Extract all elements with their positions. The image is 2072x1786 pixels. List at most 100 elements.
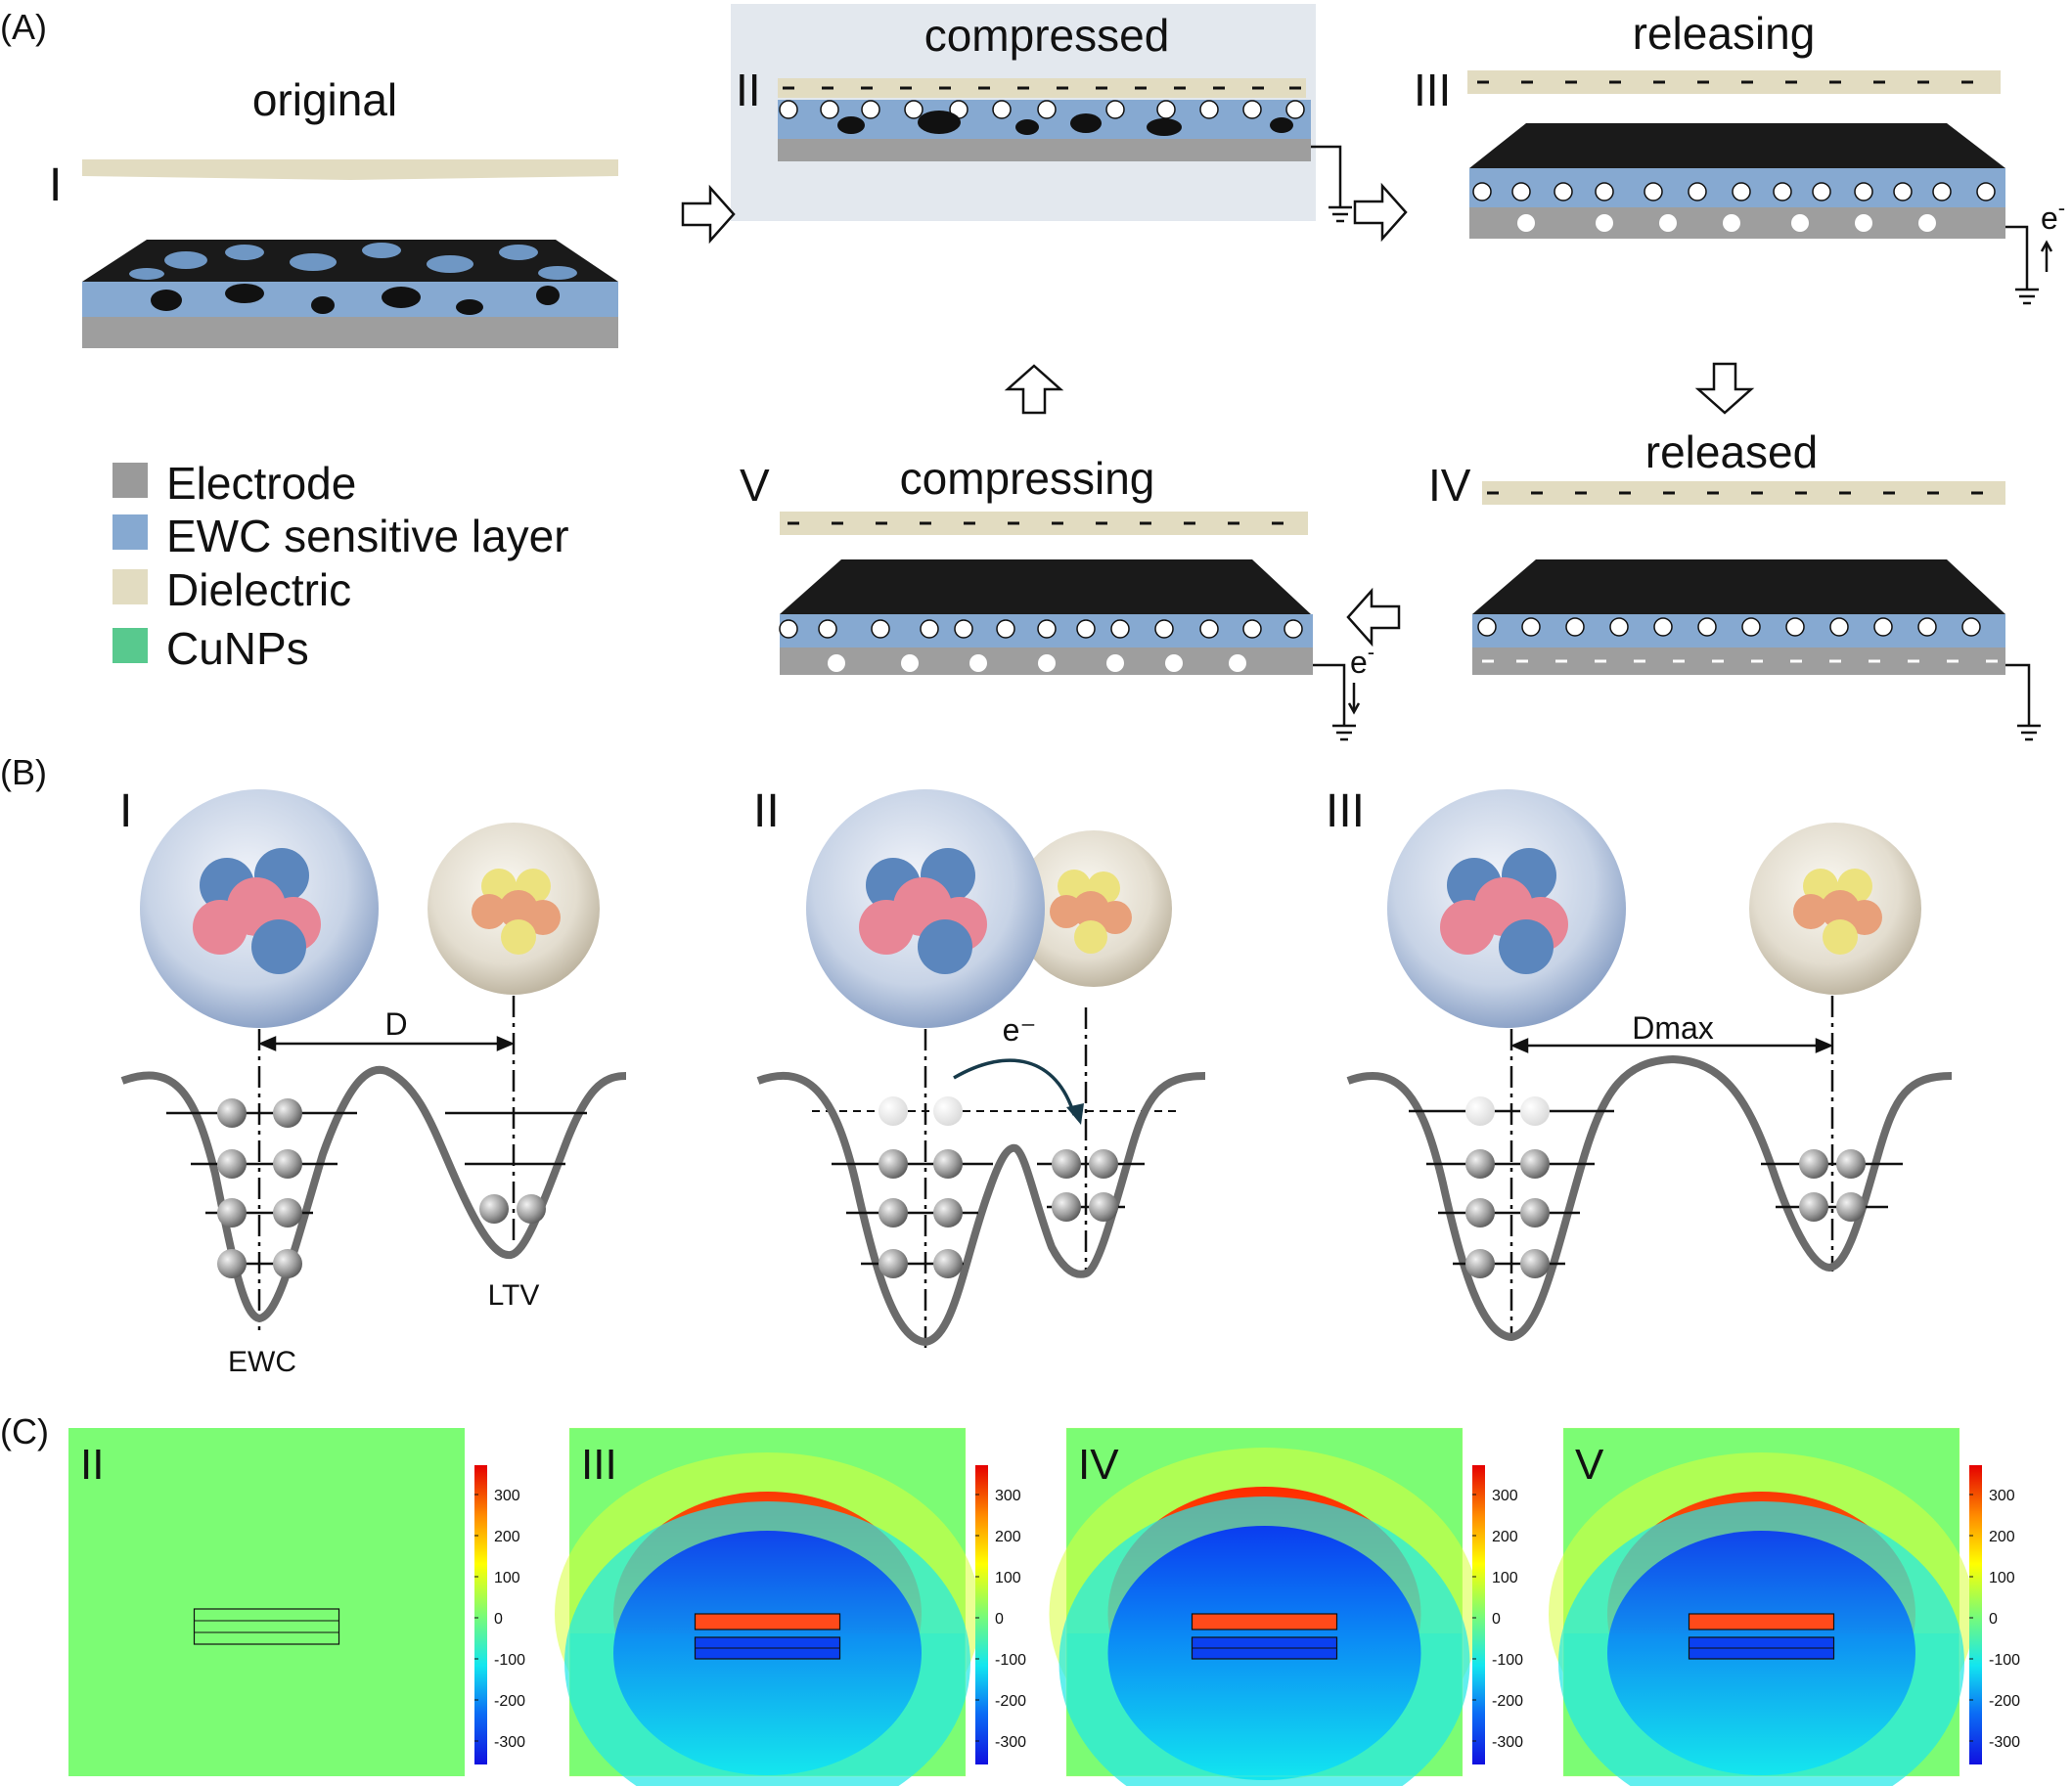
- electron-transfer-arrow: [953, 1058, 1076, 1116]
- stage-title: original: [252, 74, 397, 125]
- arrow-left-icon: [1346, 587, 1401, 647]
- pore-holes: [837, 111, 1293, 136]
- electron-label: e⁻: [1003, 1012, 1037, 1048]
- electron-transfer-arrowhead: [1066, 1103, 1084, 1125]
- arrow-right-icon: [681, 184, 736, 245]
- center-lines: [923, 1007, 1088, 1348]
- stage-releasing: III releasing: [1414, 8, 2065, 305]
- stage-compressed: II compressed: [731, 4, 1352, 223]
- stage-roman-numeral: IV: [1428, 460, 1471, 511]
- electrode-layer: [82, 317, 618, 348]
- sensitive-layer-top: [82, 240, 618, 282]
- legend-label-cunps: CuNPs: [166, 623, 309, 674]
- dielectric-layer: [1467, 70, 2001, 94]
- stage-roman-numeral: III: [1414, 65, 1451, 115]
- colorbar-tick-label: 100: [494, 1570, 520, 1586]
- upper-electrode-box: [1191, 1613, 1338, 1630]
- map-background: [68, 1428, 465, 1776]
- colorbar-tick-label: -200: [995, 1693, 1026, 1710]
- colorbar-tick-label: 100: [1492, 1570, 1518, 1586]
- electron-balls: [1465, 1149, 1866, 1278]
- electrode-charges: [1517, 214, 1936, 232]
- electron-balls: [878, 1149, 1118, 1278]
- map-roman-numeral: V: [1575, 1441, 1604, 1489]
- center-lines: [257, 996, 516, 1330]
- dielectric-layer: [780, 512, 1308, 535]
- colorbar-tick-label: 0: [494, 1611, 503, 1628]
- electrode-stack-box: [193, 1608, 340, 1645]
- upper-electrode-box: [1688, 1613, 1835, 1630]
- map-roman-numeral: II: [80, 1441, 104, 1489]
- potential-well-curve: [1346, 1054, 1953, 1342]
- colorbar: [1969, 1465, 1982, 1764]
- colorbar-tick-label: -200: [1492, 1693, 1523, 1710]
- empty-states: [878, 1096, 963, 1126]
- ltv-nucleus: [1793, 869, 1882, 955]
- colorbar-tick-label: 0: [995, 1611, 1004, 1628]
- colorbar-tick-label: -100: [1989, 1652, 2020, 1669]
- colorbar-tick-label: 0: [1492, 1611, 1501, 1628]
- subpanel-b-iii: III Dmax: [1326, 785, 1953, 1342]
- stage-roman-numeral: II: [736, 65, 761, 115]
- positive-charges: [779, 619, 1303, 639]
- ltv-nucleus: [472, 869, 561, 955]
- stage-original: I original: [49, 74, 618, 348]
- dielectric-layer: [82, 159, 618, 180]
- colorbar-tick-label: 200: [1492, 1529, 1518, 1545]
- legend-swatch-electrode: [113, 463, 148, 498]
- arrow-up-icon: [1004, 364, 1064, 415]
- electron-balls: [217, 1098, 546, 1278]
- map-roman-numeral: IV: [1078, 1441, 1119, 1489]
- colorbar-tick-label: -200: [1989, 1693, 2020, 1710]
- electrode-layer: [1472, 647, 2005, 675]
- center-lines: [1509, 996, 1834, 1340]
- potential-maps: II3002001000-100-200-300III3002001000-10…: [68, 1427, 2020, 1786]
- stage-title: compressed: [924, 10, 1170, 61]
- colorbar-tick-label: 300: [1492, 1488, 1518, 1504]
- distance-arrow: [257, 1036, 516, 1051]
- sensitive-layer-top: [1472, 559, 2005, 614]
- arrow-right-icon: [1353, 182, 1408, 243]
- dielectric-layer: [1482, 481, 2005, 505]
- colorbar-tick-label: -300: [1492, 1734, 1523, 1751]
- panel-c: (C) II3002001000-100-200-300III300200100…: [0, 1411, 2020, 1786]
- legend-label-dielectric: Dielectric: [166, 564, 351, 615]
- energy-levels: [1409, 1109, 1903, 1266]
- colorbar-tick-label: 300: [995, 1488, 1021, 1504]
- subpanel-roman-numeral: I: [119, 785, 132, 837]
- electrode-layer: [778, 139, 1311, 161]
- legend-swatch-sensitive: [113, 514, 148, 550]
- panel-a-label: (A): [0, 7, 47, 47]
- colorbar-tick-label: -100: [995, 1652, 1026, 1669]
- ground-symbol: [1311, 145, 1352, 223]
- colorbar-tick-label: 200: [494, 1529, 520, 1545]
- colorbar-tick-label: 200: [1989, 1529, 2015, 1545]
- colorbar-tick-label: -100: [494, 1652, 525, 1669]
- legend-label-sensitive: EWC sensitive layer: [166, 511, 569, 561]
- positive-charges: [1472, 182, 1996, 201]
- colorbar-tick-label: 0: [1989, 1611, 1998, 1628]
- colorbar-tick-label: 100: [995, 1570, 1021, 1586]
- colorbar-tick-label: -200: [494, 1693, 525, 1710]
- ltv-nucleus: [1050, 870, 1132, 954]
- legend-label-electrode: Electrode: [166, 458, 356, 509]
- colorbar: [1472, 1465, 1485, 1764]
- colorbar-tick-label: 300: [494, 1488, 520, 1504]
- upper-electrode-box: [694, 1613, 841, 1630]
- legend-swatch-dielectric: [113, 569, 148, 604]
- colorbar: [975, 1465, 988, 1764]
- stage-title: compressing: [900, 453, 1155, 504]
- pore-holes: [151, 284, 560, 315]
- ground-symbol: [1313, 663, 1361, 741]
- positive-charges: [1477, 617, 1981, 637]
- potential-well-curve: [756, 1072, 1206, 1347]
- distance-arrow: [1509, 1038, 1834, 1053]
- colorbar-tick-label: 100: [1989, 1570, 2015, 1586]
- dielectric-layer: [778, 78, 1306, 98]
- arrow-down-icon: [1694, 362, 1755, 415]
- stage-title: releasing: [1633, 8, 1816, 59]
- colorbar-tick-label: -300: [995, 1734, 1026, 1751]
- panel-c-label: (C): [0, 1411, 49, 1451]
